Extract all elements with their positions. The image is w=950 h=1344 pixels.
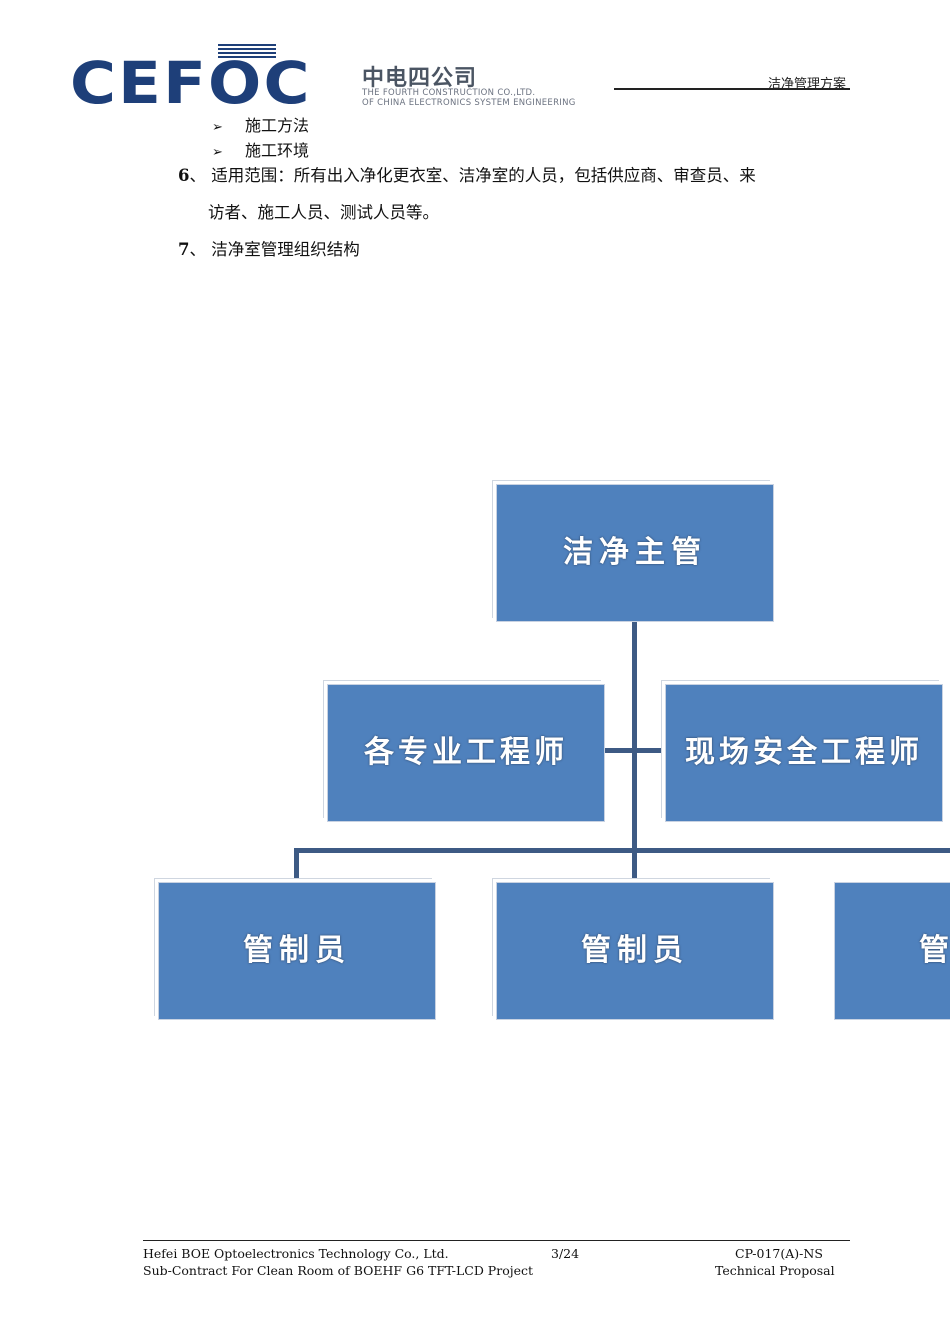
section-6-line2: 访者、施工人员、测试人员等。	[208, 203, 439, 222]
section-6-line1: 适用范围：所有出入净化更衣室、洁净室的人员，包括供应商、审查员、来	[211, 166, 756, 185]
org-node-assistant-right: 现场安全工程师	[665, 684, 943, 822]
org-node-subordinate: 管制员	[496, 882, 774, 1020]
assistant-connector	[605, 748, 665, 753]
org-node-subordinate: 管制员	[158, 882, 436, 1020]
logo-wordmark: CEFOC	[70, 49, 312, 117]
footer-page-number: 3/24	[551, 1246, 580, 1261]
org-node-subordinate: 管制员	[834, 882, 950, 1020]
footer-project: Sub-Contract For Clean Room of BOEHF G6 …	[143, 1263, 534, 1278]
header-rule	[614, 88, 850, 90]
logo-company-en-line2: OF CHINA ELECTRONICS SYSTEM ENGINEERING	[362, 98, 576, 108]
footer-client: Hefei BOE Optoelectronics Technology Co.…	[143, 1246, 449, 1261]
footer-doc-type: Technical Proposal	[715, 1263, 835, 1278]
subordinate-drop-connector	[294, 848, 299, 878]
subordinate-bus-connector	[294, 848, 950, 853]
bullet-text: 施工方法	[245, 116, 310, 135]
bullet-text: 施工环境	[245, 141, 310, 160]
org-node-subordinate-clip: 管制员	[834, 882, 950, 1020]
logo-stripes	[218, 44, 276, 60]
section-7-number: 7	[178, 240, 190, 259]
footer-doc-code: CP-017(A)-NS	[735, 1246, 823, 1261]
footer-rule	[143, 1240, 850, 1241]
section-6-separator: 、	[189, 166, 206, 185]
section-6-number: 6	[178, 166, 190, 185]
bullet-arrow-icon: ➢	[212, 120, 223, 135]
org-node-top: 洁净主管	[496, 484, 774, 622]
section-6-paragraph: 6、 适用范围：所有出入净化更衣室、洁净室的人员，包括供应商、审查员、来	[178, 166, 756, 186]
org-node-assistant-left: 各专业工程师	[327, 684, 605, 822]
bullet-arrow-icon: ➢	[212, 145, 223, 160]
section-7-separator: 、	[189, 240, 206, 259]
bullet-item: ➢ 施工环境	[212, 141, 309, 163]
logo-company-cn: 中电四公司	[362, 66, 478, 91]
logo-company-en-line1: THE FOURTH CONSTRUCTION CO.,LTD.	[362, 88, 536, 98]
section-7-text: 洁净室管理组织结构	[211, 240, 360, 259]
section-7-heading: 7、 洁净室管理组织结构	[178, 240, 360, 260]
bullet-item: ➢ 施工方法	[212, 116, 309, 138]
company-logo: CEFOC 中电四公司 THE FOURTH CONSTRUCTION CO.,…	[70, 44, 615, 112]
